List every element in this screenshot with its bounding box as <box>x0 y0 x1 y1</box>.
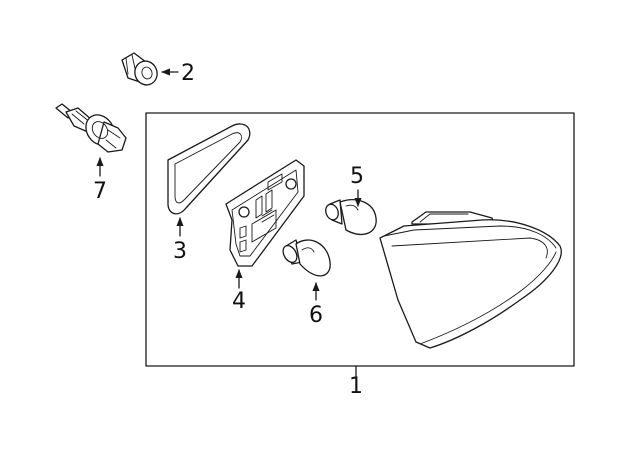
callout-1: 1 <box>349 374 363 399</box>
gasket-part <box>167 123 251 215</box>
bulb-6-part <box>282 239 331 277</box>
socket-part <box>55 103 127 153</box>
assembly-frame <box>145 112 575 367</box>
bulb-5-part <box>325 199 377 235</box>
callout-6: 6 <box>309 303 323 328</box>
tail-lamp-part <box>379 211 562 349</box>
callout-2: 2 <box>181 61 195 86</box>
callout-4: 4 <box>232 289 246 314</box>
callout-7: 7 <box>93 179 107 204</box>
callout-5: 5 <box>350 164 364 189</box>
callout-3: 3 <box>173 239 187 264</box>
grommet-part <box>121 52 158 86</box>
bulb-holder-part <box>225 159 305 267</box>
